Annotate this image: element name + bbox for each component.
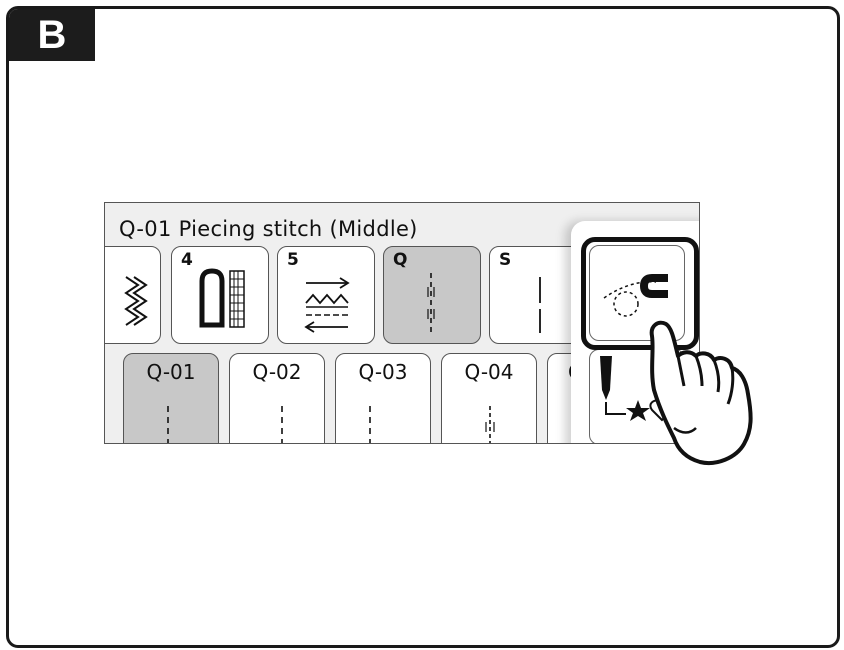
- satin-stitch-icon: [304, 277, 350, 333]
- quilting-stitch-icon: [427, 273, 435, 333]
- page-title: Q-01 Piecing stitch (Middle): [119, 217, 418, 241]
- stitch-label: Q-02: [252, 360, 302, 384]
- presser-foot-guide-icon: [603, 274, 668, 317]
- highlight-box: [581, 237, 699, 350]
- category-tab-zigzag[interactable]: [105, 246, 161, 344]
- pointing-hand-icon: [649, 320, 753, 465]
- category-tab-4[interactable]: 4: [171, 246, 269, 344]
- stitch-label: Q-01: [146, 360, 196, 384]
- category-tab-q[interactable]: Q: [383, 246, 481, 344]
- stitch-button-q01[interactable]: Q-01: [123, 353, 219, 443]
- stitch-button-q04[interactable]: Q-04: [441, 353, 537, 443]
- stitch-button-q02[interactable]: Q-02: [229, 353, 325, 443]
- straight-stitch-icon: [539, 277, 541, 333]
- stitch-preview-icon: [485, 406, 495, 443]
- stitch-preview-icon: [281, 406, 283, 443]
- category-tab-s[interactable]: S: [489, 246, 587, 344]
- category-label: S: [499, 250, 512, 270]
- buttonhole-icon: [199, 268, 245, 328]
- stitch-preview-icon: [167, 406, 169, 443]
- category-tab-5[interactable]: 5: [277, 246, 375, 344]
- zigzag-stitch-icon: [124, 276, 148, 326]
- stitch-label: Q-03: [358, 360, 408, 384]
- stitch-button-q03[interactable]: Q-03: [335, 353, 431, 443]
- category-label: 5: [287, 250, 299, 270]
- stitch-preview-icon: [369, 406, 371, 443]
- step-badge: B: [9, 9, 95, 61]
- category-label: 4: [181, 250, 193, 270]
- category-label: Q: [393, 250, 408, 270]
- stitch-label: Q-04: [464, 360, 514, 384]
- needle-decorative-icon: [600, 356, 675, 422]
